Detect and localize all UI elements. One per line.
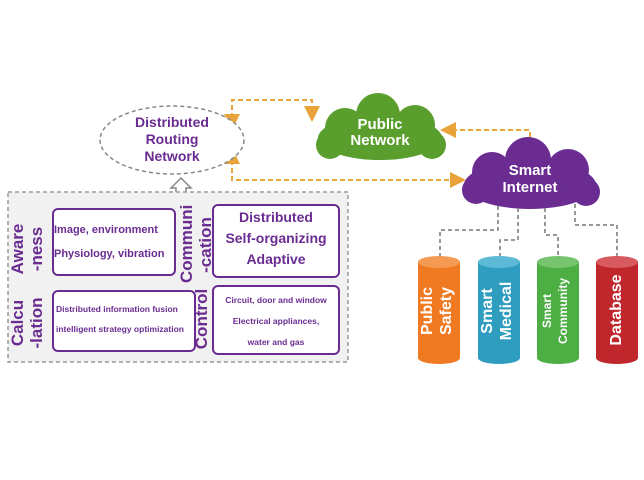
calculation-item1: Distributed information fusion (56, 304, 178, 314)
public-network-line1: Public (357, 116, 403, 133)
control-item2: Electrical appliances, (232, 316, 320, 326)
routing-line2: Routing (145, 131, 199, 147)
control-label: Control (192, 288, 211, 350)
smart-internet-label: Smart Internet (478, 162, 582, 196)
cylinder-label-smart-community: Smart Community (540, 278, 570, 344)
cylinder-database (596, 256, 638, 364)
routing-line1: Distributed (135, 114, 209, 130)
smart-internet-cloud (462, 137, 600, 209)
cylinder-label-smart-medical: Smart Medical (479, 281, 515, 341)
communication-box: Distributed Self-organizing Adaptive (212, 204, 340, 278)
calculation-label: Calcu -lation (8, 297, 46, 349)
arrow-public-internet (440, 122, 538, 159)
public-network-cloud (316, 93, 446, 160)
public-network-line2: Network (350, 132, 410, 149)
communication-label: Communi -cation (177, 204, 215, 283)
control-item1: Circuit, door and window (225, 295, 327, 305)
cylinder-public-safety (418, 256, 460, 364)
calculation-item2: intelligent strategy optimization (56, 324, 184, 334)
cylinder-label-public-safety: Public Safety (419, 286, 455, 336)
arrow-panel-routing (169, 176, 193, 195)
arrow-routing-internet (224, 148, 466, 188)
awareness-label: Aware -ness (8, 223, 46, 275)
awareness-box: Image, environment Physiology, vibration (52, 208, 176, 276)
public-network-label: Public Network (330, 117, 430, 149)
cylinder-smart-community (537, 256, 579, 364)
calculation-box: Distributed information fusion intellige… (52, 290, 196, 352)
control-item3: water and gas (247, 337, 305, 347)
awareness-item1: Image, environment (54, 224, 158, 236)
communication-item3: Adaptive (246, 251, 306, 267)
smart-internet-line2: Internet (502, 179, 558, 196)
routing-line3: Network (144, 148, 200, 164)
control-box: Circuit, door and window Electrical appl… (212, 285, 340, 355)
routing-ellipse (99, 105, 245, 175)
communication-item1: Distributed (239, 209, 313, 225)
cylinder-label-database: Database (608, 274, 625, 346)
routing-label: Distributed Routing Network (110, 114, 234, 165)
internet-cylinder-connectors (439, 204, 618, 260)
smart-internet-line1: Smart (508, 162, 552, 179)
communication-item2: Self-organizing (225, 230, 327, 246)
cylinder-smart-medical (478, 256, 520, 364)
awareness-item2: Physiology, vibration (54, 248, 165, 260)
arrow-routing-public (224, 99, 320, 130)
